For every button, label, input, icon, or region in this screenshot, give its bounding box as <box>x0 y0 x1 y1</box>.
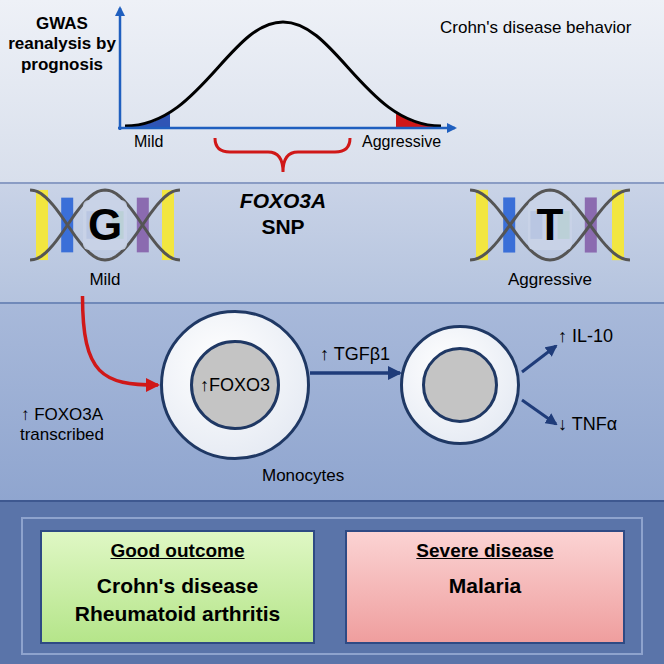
nucleus: ↑FOXO3 <box>190 340 280 430</box>
text-label: ↑ FOXO3A transcribed <box>6 405 118 446</box>
text-label: Aggressive <box>362 132 452 151</box>
strand <box>30 190 180 260</box>
range-bracket <box>215 138 350 172</box>
text-label: Monocytes <box>262 466 372 486</box>
allele-label: Mild <box>30 270 180 290</box>
snp-allele: T Aggressive <box>470 186 630 298</box>
edge-label: ↑ TGFβ1 <box>320 344 390 365</box>
bell-curve <box>125 22 441 126</box>
connector <box>83 296 159 385</box>
il10-arrow <box>522 346 556 372</box>
allele-letter: T <box>528 200 572 250</box>
text-label: ↑ IL-10 <box>558 326 658 348</box>
text-label: Crohn's disease behavior <box>440 18 640 38</box>
box-title: Good outcome <box>52 540 303 562</box>
allele-label: Aggressive <box>470 270 630 290</box>
text-label: ↓ TNFα <box>558 414 658 436</box>
outcome-frame <box>22 518 642 654</box>
box-body: Crohn's disease Rheumatoid arthritis <box>52 572 303 628</box>
box-body: Malaria <box>357 572 613 600</box>
base-pair <box>476 190 488 260</box>
base-pair <box>162 190 174 260</box>
snp-allele: G Mild <box>30 186 180 298</box>
text-label: GWAS reanalysis by prognosis <box>8 14 116 75</box>
base-pair <box>36 190 48 260</box>
nucleus <box>422 347 498 423</box>
box-title: Severe disease <box>357 540 613 562</box>
text-label: FOXO3A <box>208 188 358 213</box>
y-axis <box>119 8 122 130</box>
outcome-box: Good outcomeCrohn's disease Rheumatoid a… <box>40 530 315 644</box>
base-pair <box>612 190 624 260</box>
text-label: Mild <box>134 132 184 151</box>
strand <box>470 190 630 260</box>
connector <box>310 371 400 375</box>
outcome-box: Severe diseaseMalaria <box>345 530 625 644</box>
text-label: SNP <box>208 214 358 239</box>
strand <box>30 190 180 260</box>
monocyte-cell: ↑FOXO3 <box>160 310 310 460</box>
nucleus-label: ↑FOXO3 <box>200 375 270 396</box>
tnf-arrow <box>522 400 556 424</box>
x-axis <box>118 127 455 130</box>
monocyte-cell <box>400 325 520 445</box>
strand <box>470 190 630 260</box>
allele-letter: G <box>83 200 127 250</box>
